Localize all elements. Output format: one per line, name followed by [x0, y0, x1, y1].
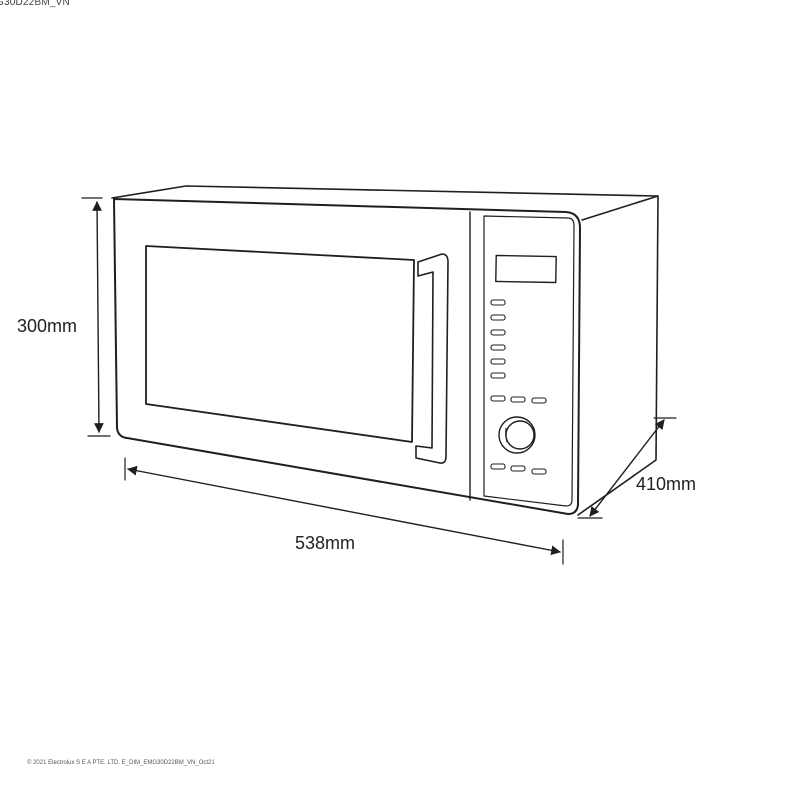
- row-button: [490, 395, 506, 402]
- control-panel-border: [483, 215, 575, 507]
- door-handle: [415, 253, 449, 464]
- model-code-label: G30D22BM_VN: [0, 0, 70, 8]
- row-button: [490, 463, 506, 470]
- function-buttons: [490, 299, 506, 379]
- door-window: [145, 245, 415, 443]
- lower-button-row: [490, 463, 547, 475]
- height-dimension-label: 300mm: [17, 316, 78, 336]
- row-button: [531, 397, 547, 404]
- rotary-dial: [498, 416, 536, 454]
- function-button: [490, 329, 506, 336]
- depth-dimension-label: 410mm: [636, 474, 697, 494]
- display-window: [495, 254, 557, 284]
- microwave-side-face: [577, 195, 659, 516]
- copyright-footer: © 2021 Electrolux S E A PTE. LTD. E_DIM_…: [27, 760, 215, 766]
- row-button: [510, 465, 526, 472]
- width-dimension: [124, 457, 564, 565]
- upper-button-row: [490, 395, 547, 404]
- function-button: [490, 372, 506, 379]
- depth-dimension: [577, 417, 677, 519]
- microwave-top-face: [111, 185, 659, 221]
- row-button: [531, 468, 547, 475]
- function-button: [490, 358, 506, 365]
- function-button: [490, 314, 506, 321]
- width-dimension-label: 538mm: [295, 533, 356, 553]
- row-button: [510, 396, 526, 403]
- function-button: [490, 299, 506, 306]
- function-button: [490, 344, 506, 351]
- height-dimension: [81, 197, 111, 437]
- microwave-front-face: [113, 198, 581, 515]
